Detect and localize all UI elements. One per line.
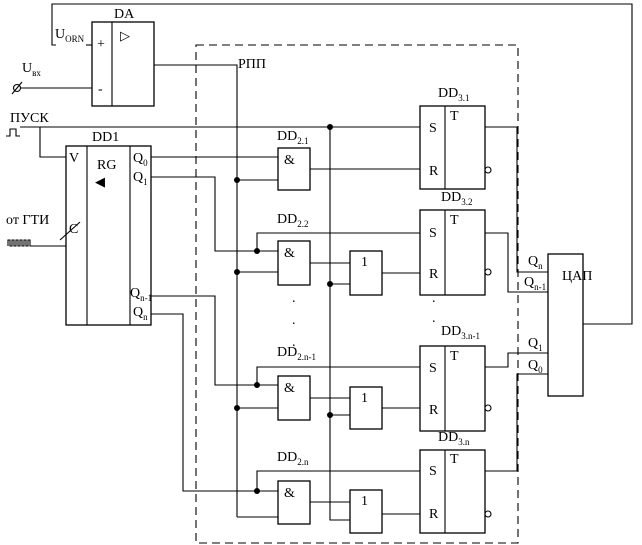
svg-text:DD2.2: DD2.2: [277, 212, 308, 229]
trigger-dd3-1: S R T DD3.1: [419, 86, 492, 190]
svg-text:DD3.2: DD3.2: [441, 190, 472, 207]
svg-text:R: R: [429, 164, 439, 179]
trigger-dd3-n-1: S R T DD3.n-1: [419, 324, 492, 432]
svg-text:DD3.n-1: DD3.n-1: [441, 324, 480, 341]
svg-text:DD2.n: DD2.n: [277, 450, 309, 467]
u-orn-label: UORN: [55, 27, 85, 44]
svg-text:DD3.n: DD3.n: [438, 430, 470, 447]
svg-text:S: S: [429, 464, 437, 479]
or-gate-n-1: 1: [349, 386, 383, 430]
svg-text:S: S: [429, 361, 437, 376]
dd1-label: DD1: [92, 130, 119, 145]
da-label: DA: [114, 7, 135, 22]
svg-text:DD2.n-1: DD2.n-1: [277, 345, 316, 362]
trigger-dd3-2: S R T DD3.2: [419, 190, 492, 296]
svg-text:R: R: [429, 507, 439, 522]
svg-text:S: S: [429, 121, 437, 136]
dd1-c-pin: C: [69, 222, 78, 237]
da-minus: -: [98, 82, 103, 97]
svg-text:T: T: [450, 349, 459, 364]
svg-text:&: &: [284, 381, 295, 396]
shift-left-arrow-icon: ◀: [95, 174, 105, 189]
start-pulse-icon: [6, 128, 20, 137]
svg-text:.: .: [292, 291, 296, 306]
or-gate-n: 1: [349, 489, 383, 534]
amplifier-icon: ▷: [120, 28, 130, 43]
dac-block: ЦАП: [547, 253, 592, 397]
svg-text:T: T: [450, 109, 459, 124]
dd1-rg-label: RG: [97, 158, 116, 173]
svg-text:R: R: [429, 403, 439, 418]
dd1-q1-pin: Q1: [133, 170, 148, 187]
dd1-qn-pin: Qn: [133, 305, 148, 322]
and-gate-dd2-n: & DD2.n: [277, 450, 311, 525]
svg-text:R: R: [429, 267, 439, 282]
dd1-qn1-pin: Qn-1: [130, 286, 152, 303]
ellipsis-dots: . . . . .: [292, 291, 436, 350]
da-plus: +: [97, 37, 105, 52]
svg-text:S: S: [429, 226, 437, 241]
svg-text:DD3.1: DD3.1: [438, 86, 469, 103]
svg-text:&: &: [284, 486, 295, 501]
svg-text:DD2.1: DD2.1: [277, 129, 308, 146]
svg-text:T: T: [450, 213, 459, 228]
and-gate-dd2-2: & DD2.2: [277, 212, 311, 286]
dd1-shift-register: DD1 V C RG ◀ Q0 Q1 Qn-1 Qn: [59, 130, 152, 326]
svg-text:1: 1: [361, 391, 368, 406]
svg-text:.: .: [432, 311, 436, 326]
dac-qn-pin: Qn: [528, 254, 543, 271]
gti-pulse-train-icon: [7, 239, 32, 247]
dac-q1-pin: Q1: [528, 336, 543, 353]
svg-text:1: 1: [361, 255, 368, 270]
or-gate-2: 1: [349, 250, 383, 296]
u-in-label: Uвх: [22, 61, 41, 78]
dd1-q0-pin: Q0: [133, 151, 148, 168]
and-gate-dd2-1: & DD2.1: [277, 129, 311, 191]
dac-label: ЦАП: [562, 269, 592, 284]
svg-text:T: T: [450, 452, 459, 467]
start-label: ПУСК: [10, 111, 49, 126]
da-comparator: DA + - ▷: [91, 7, 155, 107]
dac-q0-pin: Q0: [528, 358, 543, 375]
dac-qn1-pin: Qn-1: [524, 275, 546, 292]
svg-text:.: .: [292, 313, 296, 328]
svg-text:.: .: [292, 335, 296, 350]
trigger-dd3-n: S R T DD3.n: [419, 430, 492, 534]
and-gate-dd2-n-1: & DD2.n-1: [277, 345, 316, 421]
svg-text:1: 1: [361, 494, 368, 509]
svg-text:&: &: [284, 246, 295, 261]
svg-text:.: .: [432, 291, 436, 306]
dd1-v-pin: V: [69, 151, 79, 166]
rpp-boundary: [195, 44, 519, 544]
svg-text:&: &: [284, 153, 295, 168]
rpp-label: РПП: [238, 57, 266, 72]
gti-label: от ГТИ: [6, 213, 49, 228]
